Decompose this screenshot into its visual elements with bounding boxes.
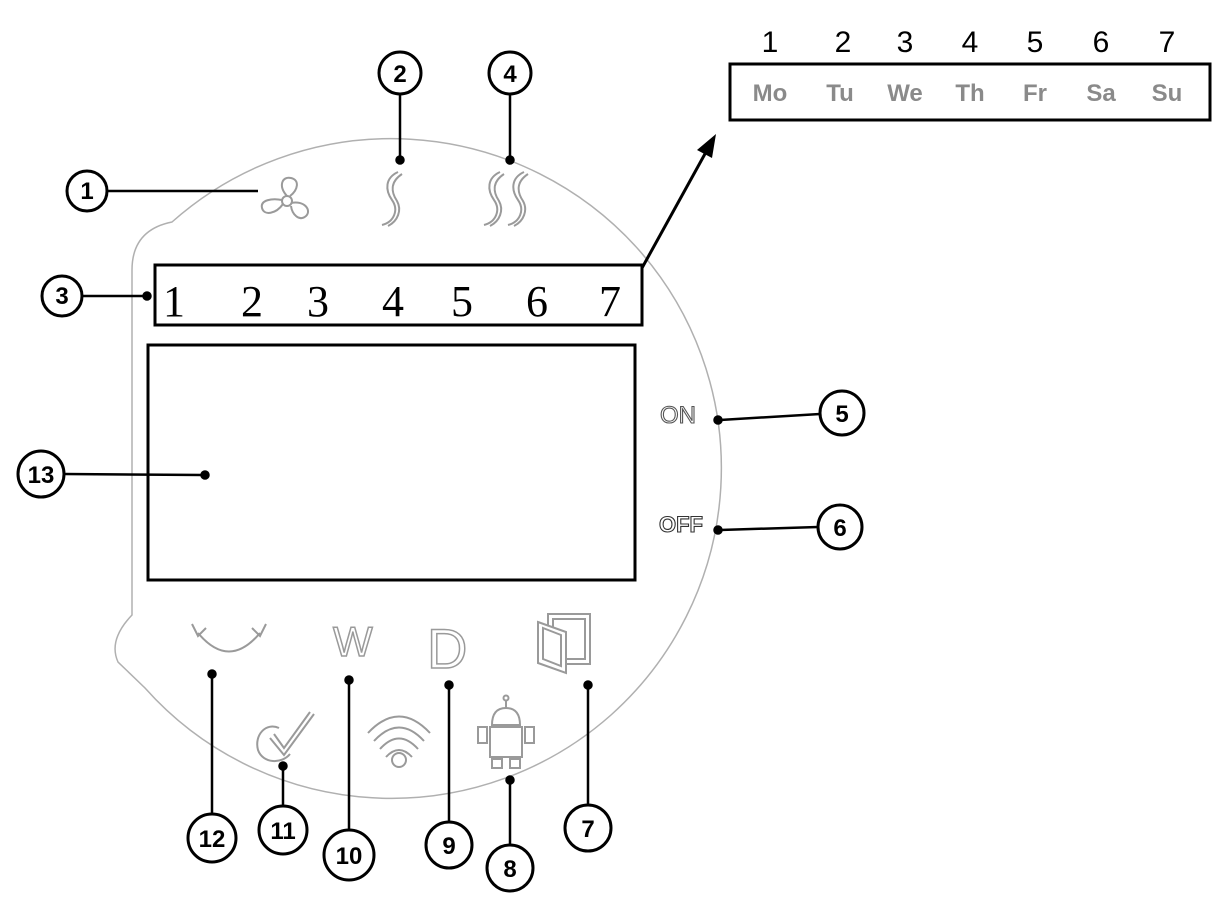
callout-circles xyxy=(16,50,866,893)
callout-1-number: 1 xyxy=(80,178,93,205)
callout-13-number: 13 xyxy=(28,462,55,489)
inset-day: Mo xyxy=(753,80,788,107)
callout-6-number: 6 xyxy=(833,515,846,542)
callout-7-circle xyxy=(563,803,613,853)
callout-6-circle xyxy=(816,503,864,551)
inset-day: Th xyxy=(955,80,984,107)
callout-12-circle xyxy=(186,812,238,864)
day-strip-box xyxy=(153,263,644,327)
inset-day: Su xyxy=(1152,80,1183,107)
inset-number: 2 xyxy=(835,26,852,59)
day-digit: 3 xyxy=(307,277,329,326)
callout-12-number: 12 xyxy=(199,826,226,853)
callout-2-circle xyxy=(377,50,423,96)
day-strip: 1 2 3 4 5 6 7 xyxy=(163,277,621,326)
inset-number: 6 xyxy=(1093,26,1110,59)
callout-numbers: 1 2 3 4 5 6 7 8 9 10 11 12 13 xyxy=(28,61,849,883)
callout-9-number: 9 xyxy=(442,833,455,860)
callout-10-number: 10 xyxy=(336,843,363,870)
off-label: OFF xyxy=(659,512,703,537)
inset-number: 5 xyxy=(1027,26,1044,59)
fan-icon xyxy=(260,176,310,220)
heat-low-icon xyxy=(381,171,403,227)
inset-day: Sa xyxy=(1086,80,1116,107)
callout-4-circle xyxy=(487,50,533,96)
inset-number: 3 xyxy=(897,26,914,59)
day-digit: 7 xyxy=(599,277,621,326)
callout-7-number: 7 xyxy=(581,816,594,843)
weekday-inset: 1 2 3 4 5 6 7 Mo Tu We Th Fr Sa Su xyxy=(728,26,1212,122)
main-display xyxy=(146,343,637,582)
callout-8-number: 8 xyxy=(503,856,516,883)
callout-10-circle xyxy=(322,828,376,882)
heat-high-icon xyxy=(483,171,529,227)
callout-9-circle xyxy=(424,820,474,870)
callout-3-number: 3 xyxy=(55,283,68,310)
callout-8-circle xyxy=(485,843,535,893)
curved-arrows-icon xyxy=(191,623,267,653)
callout-1-circle xyxy=(65,169,109,213)
d-mode-letter: D xyxy=(427,617,467,680)
robot-icon xyxy=(477,694,535,769)
inset-number: 4 xyxy=(962,26,979,59)
callout-leaders xyxy=(63,95,821,845)
callout-5-number: 5 xyxy=(835,401,848,428)
callout-11-circle xyxy=(257,804,309,856)
inset-day: We xyxy=(887,80,923,107)
inset-arrow-line xyxy=(640,151,708,269)
inset-number: 1 xyxy=(762,26,779,59)
callout-11-number: 11 xyxy=(270,818,295,845)
device-outline xyxy=(114,137,723,800)
open-window-icon xyxy=(537,613,591,675)
day-digit: 2 xyxy=(241,277,263,326)
day-digit: 6 xyxy=(526,277,548,326)
callout-2-number: 2 xyxy=(393,61,406,88)
wifi-icon xyxy=(367,715,431,768)
callout-5-circle xyxy=(818,389,866,437)
on-label: ON xyxy=(660,402,696,429)
check-icon xyxy=(256,711,315,762)
callout-3-circle xyxy=(40,274,84,318)
inset-arrowhead xyxy=(697,134,716,158)
day-digit: 1 xyxy=(163,277,185,326)
callout-4-number: 4 xyxy=(503,61,517,88)
inset-box xyxy=(728,62,1212,122)
w-mode-letter: W xyxy=(333,618,373,665)
callout-13-circle xyxy=(16,449,66,499)
day-digit: 4 xyxy=(382,277,404,326)
inset-day: Tu xyxy=(826,80,854,107)
inset-day: Fr xyxy=(1023,80,1047,107)
inset-number: 7 xyxy=(1159,26,1176,59)
day-digit: 5 xyxy=(451,277,473,326)
